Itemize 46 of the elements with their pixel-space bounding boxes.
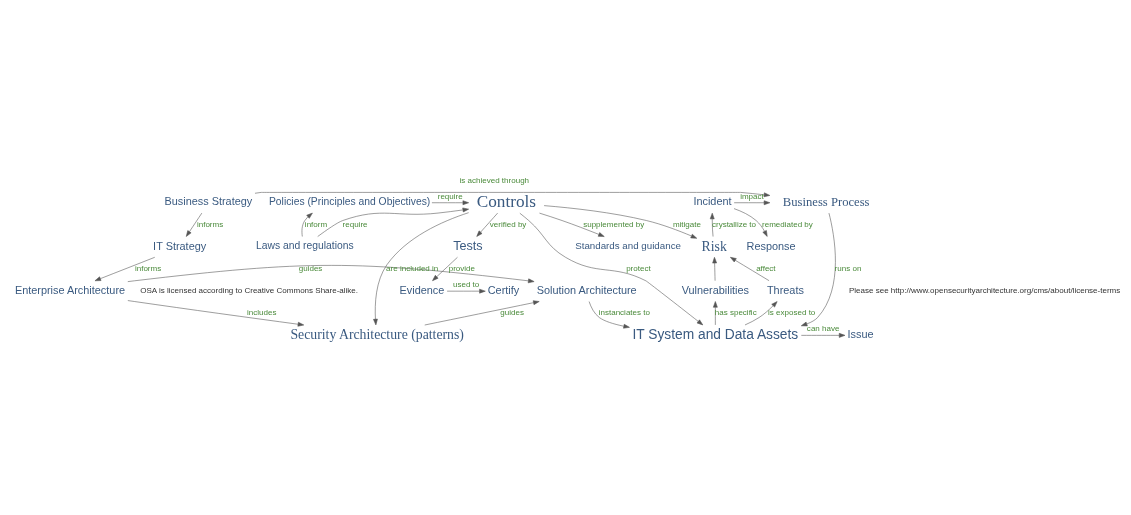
node-text: Response bbox=[746, 239, 796, 252]
node-text: Incident bbox=[693, 194, 732, 207]
node-text: Security Architecture (patterns) bbox=[290, 326, 464, 342]
node-text: Issue bbox=[847, 327, 874, 340]
arrow bbox=[588, 300, 630, 328]
arrow bbox=[713, 300, 718, 325]
arrow bbox=[519, 212, 704, 325]
arrow bbox=[301, 212, 313, 237]
arrow bbox=[733, 199, 771, 205]
arrow bbox=[712, 256, 717, 281]
arrow bbox=[476, 212, 498, 237]
node-text: IT Strategy bbox=[153, 239, 207, 252]
node-text: Business Process bbox=[782, 194, 870, 209]
arrow bbox=[539, 212, 605, 237]
node-text: Business Strategy bbox=[164, 194, 253, 207]
arrow bbox=[373, 211, 469, 325]
node-text: Controls bbox=[476, 191, 537, 211]
arrow bbox=[317, 207, 469, 237]
arrow bbox=[709, 212, 715, 237]
node-text: Enterprise Architecture bbox=[14, 283, 126, 296]
arrow bbox=[424, 299, 540, 325]
node-text: Threats bbox=[766, 283, 804, 296]
arrow bbox=[446, 288, 486, 293]
arrow bbox=[254, 191, 771, 197]
arrow bbox=[431, 199, 469, 205]
arrow bbox=[127, 264, 535, 283]
arrow bbox=[801, 332, 846, 338]
node-text: Policies (Principles and Objectives) bbox=[268, 195, 431, 207]
arrow bbox=[744, 300, 778, 325]
node-text: Tests bbox=[453, 238, 483, 253]
node-text: Standards and guidance bbox=[575, 239, 681, 251]
node-text: IT System and Data Assets bbox=[632, 326, 799, 342]
node-text: Vulnerabilities bbox=[681, 283, 750, 296]
arrow bbox=[432, 256, 458, 281]
arrow bbox=[733, 207, 768, 237]
node-text: Laws and regulations bbox=[256, 239, 354, 251]
node-text: Certify bbox=[487, 283, 520, 296]
arrow bbox=[127, 299, 305, 327]
node-text: Solution Architecture bbox=[536, 283, 637, 296]
node-text: Risk bbox=[701, 238, 727, 254]
arrow bbox=[94, 256, 156, 281]
arrow bbox=[801, 212, 836, 326]
node-text: Evidence bbox=[399, 283, 445, 296]
arrow bbox=[543, 204, 698, 239]
arrow bbox=[185, 212, 203, 237]
arrow bbox=[730, 256, 770, 281]
